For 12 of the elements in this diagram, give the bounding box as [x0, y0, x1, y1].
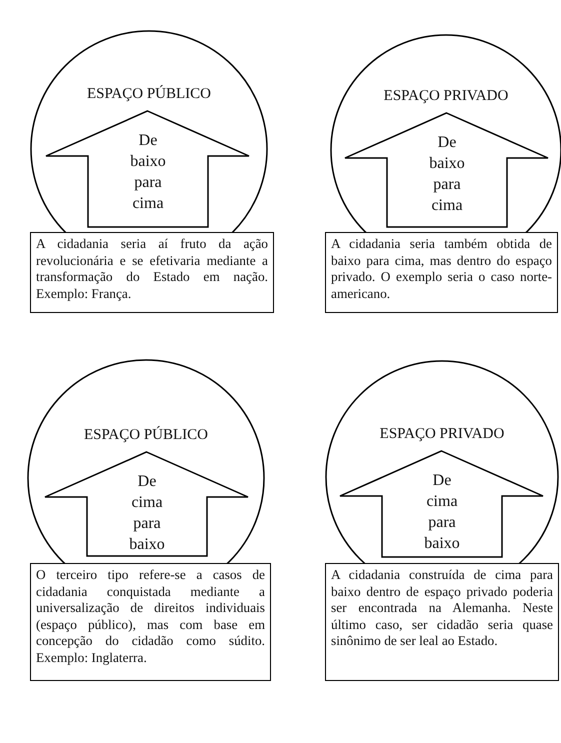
arrow-text: De baixo para cima [129, 131, 167, 214]
circle-heading: ESPAÇO PRIVADO [382, 88, 510, 105]
arrow-text: De cima para baixo [128, 472, 166, 555]
description-box: A cidadania seria aí fruto da ação revolucionária e se efetivaria mediante a transformação do Estado em nação. Exemplo: França. [30, 232, 274, 313]
description-box: A cidadania construída de cima para baixo dentro de espaço privado poderia ser encontrada na Alemanha. Neste último caso, ser cidadão seria quase sinônimo de ser leal ao Estado. [325, 563, 559, 681]
arrow-text: De cima para baixo [423, 471, 461, 554]
circle-heading: ESPAÇO PRIVADO [378, 426, 506, 443]
circle-heading: ESPAÇO PÚBLICO [86, 86, 212, 103]
arrow-text: De baixo para cima [428, 133, 466, 216]
description-box: O terceiro tipo refere-se a casos de cidadania conquistada mediante a universalização de direitos individuais (espaço público), mas com base em concepção do cidadão como súdito. Exemplo: Inglaterra. [30, 563, 271, 681]
circle-heading: ESPAÇO PÚBLICO [82, 427, 210, 444]
description-box: A cidadania seria também obtida de baixo para cima, mas dentro do espaço privado. O exemplo seria o caso norte-americano. [325, 232, 558, 313]
